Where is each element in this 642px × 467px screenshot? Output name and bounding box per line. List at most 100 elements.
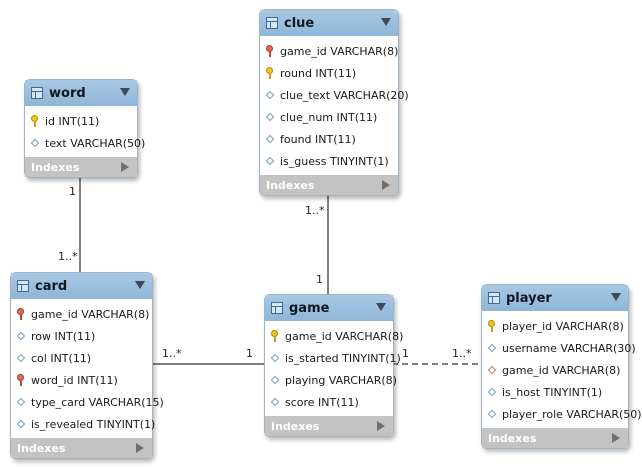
multiplicity-word-card-to: 1..*	[58, 250, 78, 263]
attribute-icon	[16, 418, 26, 430]
column-row[interactable]: game_id VARCHAR(8)	[260, 40, 398, 62]
attribute-icon	[265, 111, 275, 123]
column-text: found INT(11)	[280, 132, 356, 146]
foreign-primary-key-icon	[16, 308, 26, 320]
attribute-icon	[270, 396, 280, 408]
column-text: text VARCHAR(50)	[45, 136, 146, 150]
column-row[interactable]: player_id VARCHAR(8)	[482, 315, 628, 337]
table-name: game	[289, 300, 330, 316]
table-game[interactable]: game game_id VARCHAR(8) is_started TINYI…	[264, 294, 403, 437]
column-row[interactable]: clue_text VARCHAR(20)	[260, 84, 409, 106]
table-name: player	[506, 290, 552, 306]
column-row[interactable]: row INT(11)	[11, 325, 152, 347]
table-name: word	[49, 85, 86, 101]
column-row[interactable]: player_role VARCHAR(50)	[482, 403, 642, 425]
column-row[interactable]: type_card VARCHAR(15)	[11, 391, 164, 413]
column-row[interactable]: is_revealed TINYINT(1)	[11, 413, 155, 435]
attribute-icon	[265, 133, 275, 145]
indexes-label: Indexes	[488, 431, 537, 445]
attribute-icon	[270, 374, 280, 386]
table-icon	[17, 280, 29, 292]
table-clue[interactable]: clue game_id VARCHAR(8) round INT(11) cl…	[259, 9, 409, 196]
collapse-arrow-icon[interactable]	[611, 293, 621, 301]
collapse-arrow-icon[interactable]	[135, 281, 145, 289]
column-row[interactable]: round INT(11)	[260, 62, 398, 84]
column-text: game_id VARCHAR(8)	[502, 363, 621, 377]
column-row[interactable]: word_id INT(11)	[11, 369, 152, 391]
table-header[interactable]: player	[482, 285, 628, 311]
attribute-icon	[16, 330, 26, 342]
multiplicity-card-game-from: 1..*	[162, 347, 182, 360]
table-header[interactable]: card	[11, 273, 152, 299]
indexes-footer[interactable]: Indexes	[260, 175, 398, 195]
table-icon	[266, 17, 278, 29]
column-text: player_role VARCHAR(50)	[502, 407, 642, 421]
attribute-icon	[16, 352, 26, 364]
column-row[interactable]: score INT(11)	[265, 391, 393, 413]
attribute-icon	[30, 137, 40, 149]
column-row[interactable]: game_id VARCHAR(8)	[482, 359, 628, 381]
indexes-footer[interactable]: Indexes	[265, 416, 393, 436]
attribute-icon	[487, 386, 497, 398]
table-header[interactable]: word	[25, 80, 137, 106]
attribute-icon	[487, 342, 497, 354]
multiplicity-game-player-from: 1	[402, 347, 409, 360]
column-row[interactable]: game_id VARCHAR(8)	[265, 325, 403, 347]
column-row[interactable]: is_host TINYINT(1)	[482, 381, 628, 403]
expand-arrow-icon[interactable]	[382, 180, 390, 190]
attribute-icon	[16, 396, 26, 408]
collapse-arrow-icon[interactable]	[120, 88, 130, 96]
expand-arrow-icon[interactable]	[377, 421, 385, 431]
indexes-footer[interactable]: Indexes	[482, 428, 628, 448]
indexes-label: Indexes	[271, 419, 320, 433]
indexes-label: Indexes	[31, 160, 80, 174]
collapse-arrow-icon[interactable]	[381, 18, 391, 26]
column-text: game_id VARCHAR(8)	[285, 329, 404, 343]
primary-key-icon	[487, 320, 497, 332]
expand-arrow-icon[interactable]	[136, 443, 144, 453]
multiplicity-clue-game-from: 1..*	[305, 204, 325, 217]
column-row[interactable]: found INT(11)	[260, 128, 398, 150]
foreign-primary-key-icon	[265, 45, 275, 57]
column-text: playing VARCHAR(8)	[285, 373, 397, 387]
column-text: id INT(11)	[45, 114, 100, 128]
attribute-icon	[270, 352, 280, 364]
expand-arrow-icon[interactable]	[612, 433, 620, 443]
table-player[interactable]: player player_id VARCHAR(8) username VAR…	[481, 284, 642, 449]
column-text: clue_num INT(11)	[280, 110, 378, 124]
table-word[interactable]: word id INT(11) text VARCHAR(50) Indexes	[24, 79, 145, 178]
column-text: row INT(11)	[31, 329, 96, 343]
indexes-footer[interactable]: Indexes	[25, 157, 137, 177]
column-row[interactable]: is_started TINYINT(1)	[265, 347, 401, 369]
table-card[interactable]: card game_id VARCHAR(8) row INT(11) col …	[10, 272, 164, 459]
table-icon	[31, 87, 43, 99]
collapse-arrow-icon[interactable]	[376, 303, 386, 311]
multiplicity-card-game-to: 1	[246, 347, 253, 360]
column-text: game_id VARCHAR(8)	[31, 307, 150, 321]
table-header[interactable]: clue	[260, 10, 398, 36]
table-icon	[271, 302, 283, 314]
column-row[interactable]: game_id VARCHAR(8)	[11, 303, 152, 325]
column-row[interactable]: col INT(11)	[11, 347, 152, 369]
column-text: game_id VARCHAR(8)	[280, 44, 399, 58]
column-text: player_id VARCHAR(8)	[502, 319, 624, 333]
column-row[interactable]: username VARCHAR(30)	[482, 337, 636, 359]
attribute-icon	[265, 89, 275, 101]
table-header[interactable]: game	[265, 295, 393, 321]
column-row[interactable]: id INT(11)	[25, 110, 137, 132]
column-row[interactable]: text VARCHAR(50)	[25, 132, 145, 154]
column-row[interactable]: is_guess TINYINT(1)	[260, 150, 398, 172]
primary-key-icon	[270, 330, 280, 342]
expand-arrow-icon[interactable]	[121, 162, 129, 172]
attribute-icon	[265, 155, 275, 167]
column-text: round INT(11)	[280, 66, 357, 80]
column-row[interactable]: clue_num INT(11)	[260, 106, 398, 128]
column-text: is_started TINYINT(1)	[285, 351, 401, 365]
column-row[interactable]: playing VARCHAR(8)	[265, 369, 397, 391]
multiplicity-word-card-from: 1	[69, 185, 76, 198]
column-text: is_host TINYINT(1)	[502, 385, 603, 399]
column-text: is_guess TINYINT(1)	[280, 154, 389, 168]
indexes-footer[interactable]: Indexes	[11, 438, 152, 458]
